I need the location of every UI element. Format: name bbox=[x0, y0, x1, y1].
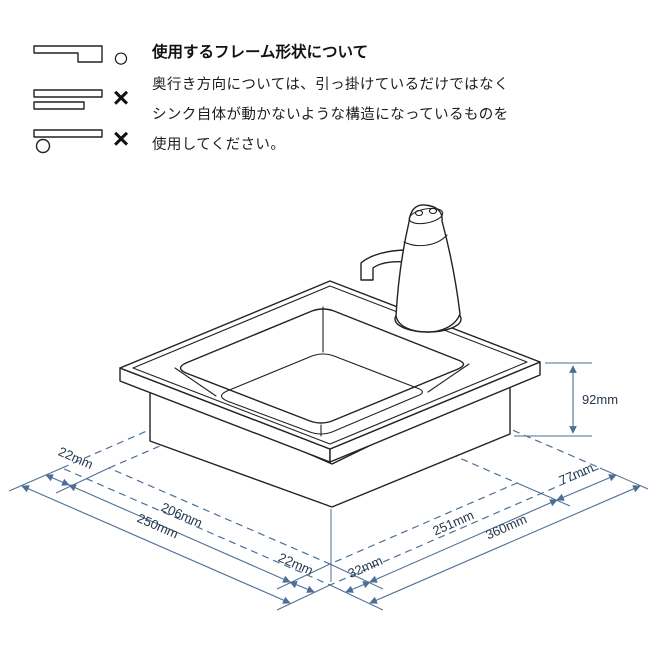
frame-legend: ○ × × bbox=[33, 42, 130, 154]
flat-frame-icon bbox=[33, 89, 103, 110]
basin-corner-edges bbox=[174, 306, 470, 437]
dim-opening-width: 251mm bbox=[430, 507, 476, 538]
extension-lines bbox=[8, 362, 649, 611]
faucet-spout bbox=[360, 249, 408, 281]
step-frame-icon bbox=[33, 45, 103, 63]
faucet-body bbox=[395, 204, 461, 333]
dim-line-front-right-offset bbox=[345, 581, 371, 593]
faucet bbox=[360, 204, 462, 333]
faucet-button-2 bbox=[428, 207, 438, 215]
dim-outer-width: 360mm bbox=[483, 511, 529, 542]
faucet-collar-line bbox=[403, 234, 448, 247]
note-title: 使用するフレーム形状について bbox=[151, 42, 368, 61]
note-text: 使用するフレーム形状について 奥行き方向については、引っ掛けているだけではなく … bbox=[151, 42, 509, 153]
dim-line-back-left-offset bbox=[45, 474, 70, 486]
bar-frame-icon bbox=[33, 129, 103, 154]
note-line-3: 使用してください。 bbox=[152, 136, 285, 153]
dim-line-outer-depth bbox=[21, 485, 291, 604]
dimension-lines bbox=[21, 365, 641, 604]
dim-front-right-offset: 32mm bbox=[346, 553, 385, 581]
dim-line-outer-width bbox=[369, 485, 641, 604]
dim-back-right-offset: 77mm bbox=[557, 460, 596, 488]
deck-inner-step-line bbox=[132, 285, 528, 445]
ng-mark-2: × bbox=[113, 123, 129, 154]
dim-line-opening-depth bbox=[68, 484, 291, 583]
basin-floor bbox=[220, 353, 424, 435]
note-line-2: シンク自体が動かないような構造になっているものを bbox=[152, 106, 509, 123]
sink-drawing bbox=[119, 204, 541, 508]
dim-line-front-left-offset bbox=[289, 581, 315, 593]
ng-mark-1: × bbox=[113, 82, 129, 113]
dim-front-left-offset: 22mm bbox=[276, 550, 315, 578]
sink-tank-body bbox=[149, 376, 511, 508]
note-line-1: 奥行き方向については、引っ掛けているだけではなく bbox=[152, 76, 509, 93]
faucet-cap-seam bbox=[408, 207, 444, 225]
ok-mark: ○ bbox=[113, 42, 130, 73]
faucet-button-1 bbox=[414, 209, 424, 217]
dim-height: 92mm bbox=[582, 392, 618, 407]
basin-opening-edge bbox=[179, 308, 465, 424]
